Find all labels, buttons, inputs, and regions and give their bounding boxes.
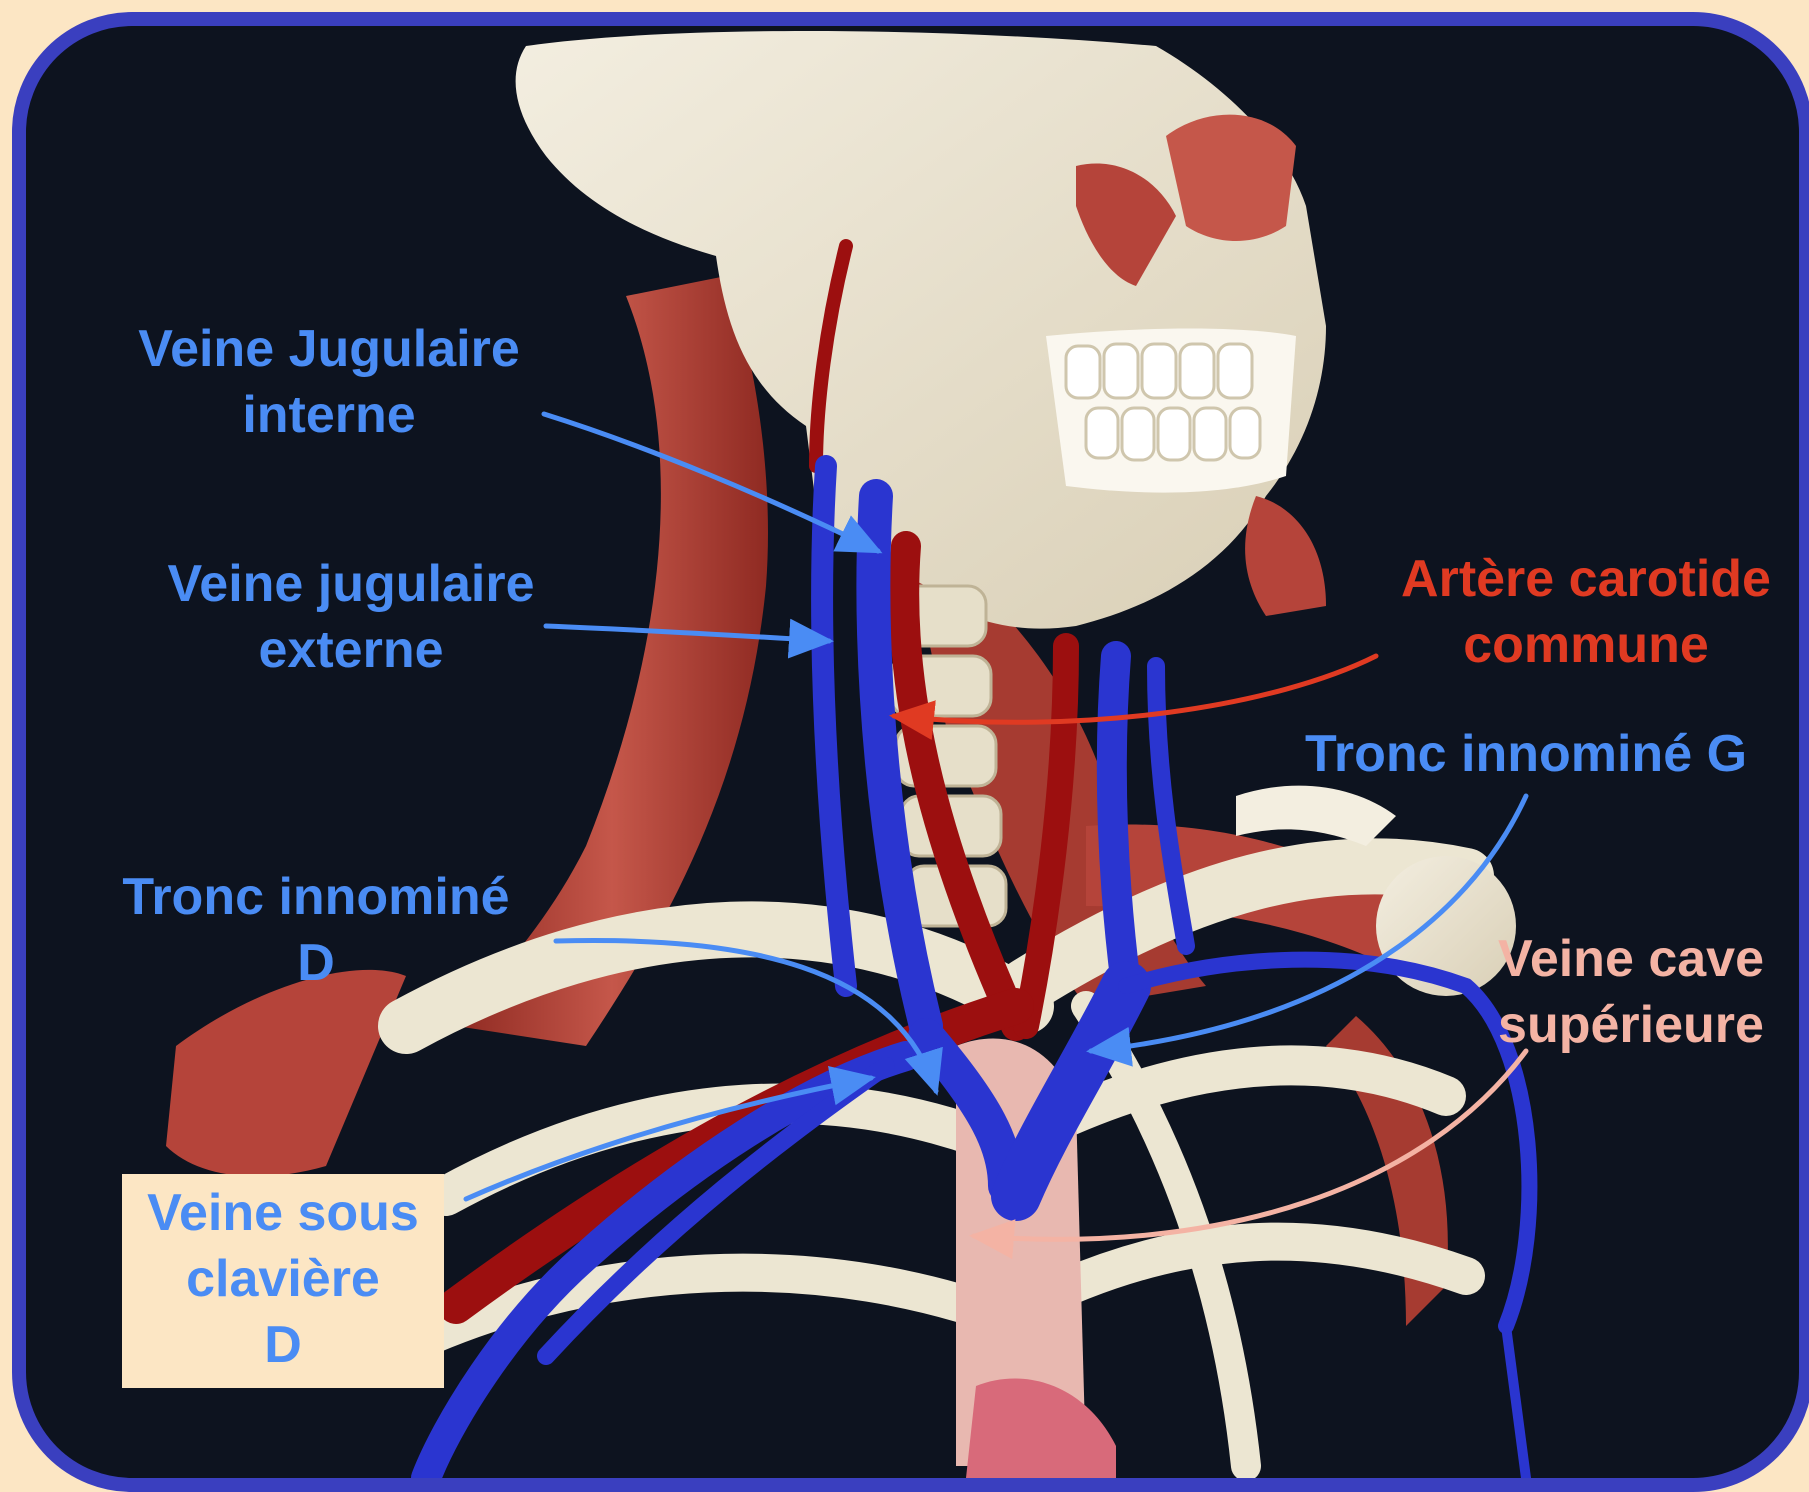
label-tronc-innomine-g: Tronc innominé G: [1266, 721, 1786, 787]
label-artere-carotide-commune: Artère carotide commune: [1386, 546, 1786, 678]
label-veine-jugulaire-interne: Veine Jugulaire interne: [64, 316, 594, 448]
label-veine-jugulaire-externe: Veine jugulaire externe: [86, 551, 616, 683]
illustration-frame: Veine Jugulaire interne Veine jugulaire …: [12, 12, 1809, 1492]
label-veine-cave-superieure: Veine cave supérieure: [1476, 926, 1786, 1058]
skull: [516, 31, 1326, 629]
label-veine-sous-claviere-d: Veine sous clavière D: [122, 1174, 444, 1388]
label-tronc-innomine-d: Tronc innominé D: [66, 864, 566, 996]
